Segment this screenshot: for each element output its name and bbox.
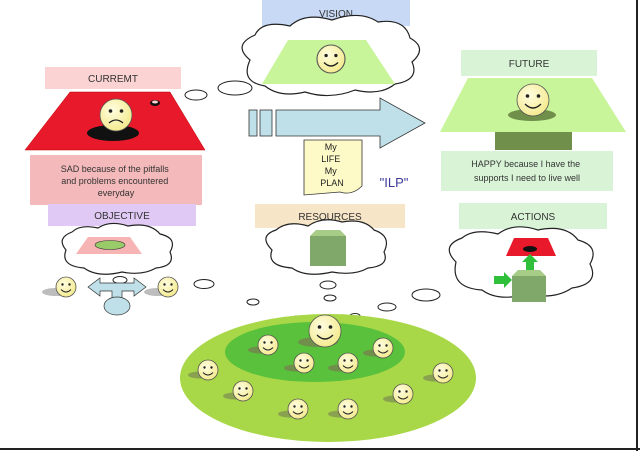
community-people [188,314,454,420]
future-platform-base [495,132,572,150]
person-face-icon [257,334,279,356]
thought-bubble [411,288,441,302]
thought-bubble [184,89,208,101]
vision-label: VISION [319,9,353,20]
thought-bubble [112,276,128,284]
sad-face-icon [99,98,133,132]
thought-bubble [217,80,253,96]
future-description: HAPPY because I have the supports I need… [471,159,582,183]
person-face-icon [372,337,394,359]
future-label-box [461,50,597,76]
objective-cloud [61,222,173,275]
thought-bubble [323,294,337,302]
current-description: SAD because of the pitfalls and problems… [61,164,172,198]
person-face-icon [197,359,219,381]
person-face-icon [232,380,254,402]
plan-note-text: My LIFE My PLAN [320,142,344,188]
current-text-box [30,155,202,205]
resources-cloud [265,219,387,275]
thought-bubble [246,298,260,306]
plan-note: My LIFE My PLAN [303,139,363,196]
future-text-box [441,151,613,191]
actions-label-box [459,203,607,229]
future-label: FUTURE [509,59,550,70]
person-face-icon [55,276,77,298]
person-face-icon [392,383,414,405]
ilp-label: "ILP" [380,175,409,190]
vision-cloud [241,14,421,97]
person-face-icon [157,276,179,298]
person-face-icon [432,362,454,384]
objective-label-box [48,204,196,226]
current-label-box [45,67,181,89]
thought-bubble [193,279,215,289]
objective-link-arrow [87,277,147,316]
person-face-icon [337,352,359,374]
progress-arrow [248,97,426,149]
actions-label: ACTIONS [511,212,556,223]
thought-bubble [377,302,397,312]
current-label: CURREMT [88,74,138,85]
up-arrow-icon [522,254,538,270]
person-face-icon [337,398,359,420]
current-pitfall-hole [87,125,139,141]
person-face-icon [287,398,309,420]
objective-label: OBJECTIVE [94,211,150,222]
resources-label: RESOURCES [298,212,362,223]
right-arrow-icon [494,272,512,288]
actions-cloud [448,226,594,302]
person-face-icon [293,352,315,374]
resource-box-icon [310,236,346,266]
thought-bubble [319,280,337,290]
action-box-icon [512,276,546,302]
center-person-face-icon [308,314,342,348]
happy-face-icon [516,83,550,117]
vision-face-icon [316,44,346,74]
